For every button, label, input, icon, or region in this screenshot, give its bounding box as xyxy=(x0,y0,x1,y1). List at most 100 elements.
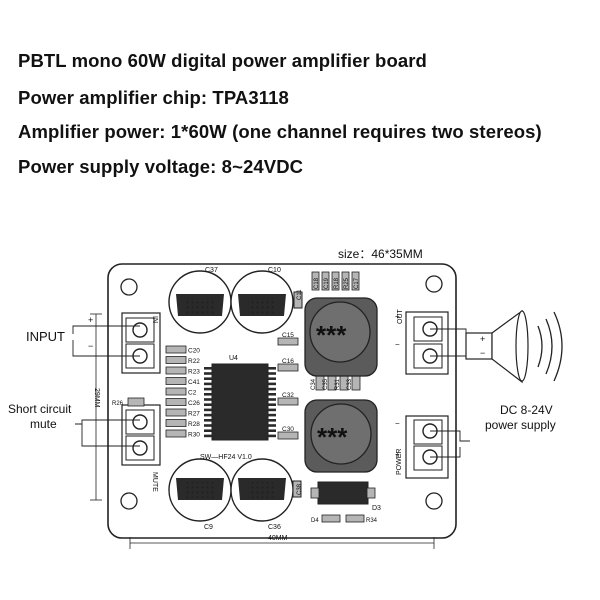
svg-text:R28: R28 xyxy=(188,421,200,428)
spec-power: Amplifier power: 1*60W (one channel requ… xyxy=(18,121,542,142)
part-r18: R18 xyxy=(331,271,340,291)
power-terminal: POWER − + xyxy=(395,415,449,479)
cap-c11: C11 xyxy=(293,289,303,309)
capacitor-c36: C36 xyxy=(230,458,294,531)
svg-text:MUTE: MUTE xyxy=(151,472,158,492)
svg-text:−: − xyxy=(480,348,485,358)
part-d4: D4 xyxy=(311,514,341,524)
svg-text:C41: C41 xyxy=(188,379,200,386)
svg-text:29MM: 29MM xyxy=(93,388,100,408)
svg-text:C17: C17 xyxy=(354,277,360,289)
part-c17: C17 xyxy=(351,271,360,291)
svg-text:R25: R25 xyxy=(344,277,350,289)
top-parts-row: C18 C19 R18 R25 C17 xyxy=(311,271,360,291)
svg-text:OUT: OUT xyxy=(397,309,404,325)
svg-text:C26: C26 xyxy=(188,400,200,407)
svg-text:−: − xyxy=(395,340,400,349)
input-terminal: IN xyxy=(121,312,161,374)
part-c30: C30 xyxy=(277,426,299,440)
dimension-width: 40MM xyxy=(129,535,435,549)
cap-c38: C38 xyxy=(292,480,303,498)
svg-text:C33: C33 xyxy=(347,378,353,390)
svg-text:C32: C32 xyxy=(282,392,294,399)
part-c19: C19 xyxy=(321,271,330,291)
inductor-bottom: *** xyxy=(304,399,378,473)
svg-text:C16: C16 xyxy=(282,358,294,365)
short-label-2: mute xyxy=(30,417,57,431)
svg-text:R22: R22 xyxy=(188,358,200,365)
input-callout-lines xyxy=(72,325,140,357)
svg-text:C19: C19 xyxy=(324,277,330,289)
spec-chip: Power amplifier chip: TPA3118 xyxy=(18,87,289,108)
svg-text:R34: R34 xyxy=(366,518,378,524)
board-name-label: SW—HF24 V1.0 xyxy=(200,454,252,461)
svg-text:C37: C37 xyxy=(205,267,218,274)
part-c18: C18 xyxy=(311,271,320,291)
svg-text:C11: C11 xyxy=(297,289,303,300)
amplifier-chip-u4: U4 xyxy=(204,355,276,441)
spec-title: PBTL mono 60W digital power amplifier bo… xyxy=(18,50,427,71)
svg-text:+: + xyxy=(480,334,485,344)
input-label: INPUT xyxy=(26,329,65,344)
part-r27: R27 xyxy=(165,408,200,418)
part-r25: R25 xyxy=(341,271,350,291)
svg-text:C2: C2 xyxy=(188,390,197,397)
svg-text:R23: R23 xyxy=(188,369,200,376)
svg-text:D4: D4 xyxy=(311,518,319,524)
svg-text:C30: C30 xyxy=(282,426,294,433)
mute-terminal: MUTE xyxy=(121,404,161,492)
svg-text:C34: C34 xyxy=(311,378,317,390)
part-c2: C2 xyxy=(165,387,197,397)
svg-text:40MM: 40MM xyxy=(268,535,288,542)
svg-text:***: *** xyxy=(317,422,348,452)
part-c16: C16 xyxy=(277,358,299,372)
mount-hole-bottom-left xyxy=(120,492,138,510)
svg-text:D3: D3 xyxy=(372,505,381,512)
part-r34: R34 xyxy=(345,514,378,524)
svg-text:IN: IN xyxy=(151,316,158,323)
svg-text:POWER: POWER xyxy=(396,449,403,475)
part-r23: R23 xyxy=(165,366,200,376)
svg-text:R26: R26 xyxy=(112,401,124,407)
svg-text:C10: C10 xyxy=(268,267,281,274)
svg-text:U4: U4 xyxy=(229,355,238,362)
svg-text:R31: R31 xyxy=(335,378,341,390)
mount-hole-bottom-right xyxy=(425,492,443,510)
svg-text:+: + xyxy=(88,315,93,325)
power-callout-lines xyxy=(430,430,470,458)
dimension-height: 29MM xyxy=(90,313,102,501)
svg-text:C35: C35 xyxy=(323,378,329,390)
short-label-1: Short circuit xyxy=(8,402,72,416)
svg-text:R30: R30 xyxy=(188,432,200,439)
output-terminal: OUT + − xyxy=(395,309,449,375)
svg-text:−: − xyxy=(88,341,93,351)
part-c15: C15 xyxy=(277,332,299,346)
part-r26: R26 xyxy=(112,397,145,407)
capacitor-c9: C9 xyxy=(168,458,232,531)
svg-text:+: + xyxy=(395,312,400,321)
part-r22: R22 xyxy=(165,356,200,365)
mount-hole-top-left xyxy=(120,278,138,296)
svg-text:C9: C9 xyxy=(204,524,213,531)
dc-label-1: DC 8-24V xyxy=(500,403,553,417)
svg-text:C18: C18 xyxy=(314,277,320,289)
svg-text:+: + xyxy=(395,450,400,459)
mount-hole-top-right xyxy=(425,275,443,293)
svg-text:R18: R18 xyxy=(334,277,340,289)
capacitor-c10: C10 xyxy=(230,267,294,334)
diode-d3: D3 xyxy=(310,481,381,512)
speaker-icon: + − xyxy=(465,309,563,384)
mute-callout-lines xyxy=(75,419,140,447)
svg-text:C38: C38 xyxy=(297,483,303,495)
part-r28: R28 xyxy=(165,419,200,428)
svg-text:C20: C20 xyxy=(188,348,200,355)
svg-text:C15: C15 xyxy=(282,332,294,339)
part-r30: R30 xyxy=(165,429,200,439)
spec-voltage: Power supply voltage: 8~24VDC xyxy=(18,156,304,177)
part-c41: C41 xyxy=(165,377,200,386)
svg-text:−: − xyxy=(395,419,400,428)
inductor-top: *** xyxy=(304,297,378,377)
